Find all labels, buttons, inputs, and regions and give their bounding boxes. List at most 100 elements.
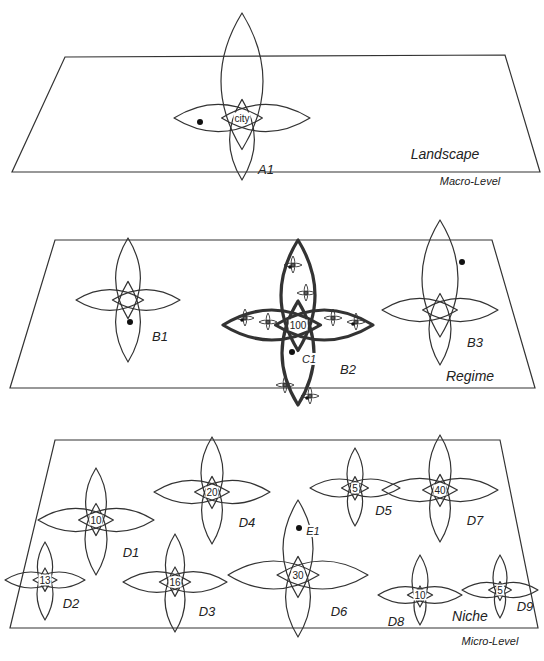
petal-outline bbox=[462, 582, 511, 597]
petal-outline bbox=[159, 572, 227, 593]
flower-symbol: 100B2 bbox=[223, 240, 373, 405]
petal-outline bbox=[353, 320, 365, 324]
flower-symbol: cityA1 bbox=[174, 13, 310, 180]
node-label: D8 bbox=[388, 615, 405, 629]
plane-edge bbox=[10, 440, 538, 628]
actor-dot bbox=[296, 525, 302, 531]
dot-label: C1 bbox=[301, 353, 317, 365]
plane-outline bbox=[0, 195, 544, 395]
petal-outline bbox=[123, 572, 191, 593]
node-label: D5 bbox=[375, 504, 392, 518]
petal-outline bbox=[116, 281, 141, 362]
actor-dot bbox=[288, 265, 292, 269]
petal-outline bbox=[414, 586, 426, 625]
plane-edge bbox=[12, 55, 540, 172]
center-value: 5 bbox=[351, 483, 359, 494]
petal-outline bbox=[154, 480, 229, 503]
actor-dot bbox=[289, 349, 295, 355]
petal-outline bbox=[307, 394, 319, 398]
node-label: D6 bbox=[331, 605, 348, 619]
petal-outline bbox=[221, 13, 263, 150]
level-label: Regime bbox=[446, 369, 494, 384]
level-plane: Regime B1 100B2 B3 bbox=[0, 195, 544, 395]
flower-symbol: 10D1 bbox=[38, 468, 154, 575]
level-label: Macro-Level bbox=[440, 175, 501, 187]
center-value: city bbox=[234, 113, 251, 124]
actor-dot bbox=[459, 259, 465, 265]
petal-outline bbox=[281, 240, 315, 351]
petal-outline bbox=[494, 582, 505, 618]
center-value: 5 bbox=[496, 585, 504, 596]
petal-outline bbox=[116, 238, 141, 319]
flower-symbol: 10D8 bbox=[378, 555, 462, 625]
petal-outline bbox=[37, 568, 53, 620]
petal-outline bbox=[310, 479, 369, 497]
actor-dot bbox=[305, 396, 309, 400]
petal-outline bbox=[174, 104, 262, 131]
petal-outline bbox=[242, 316, 254, 320]
petal-outline bbox=[222, 104, 310, 131]
node-label: D9 bbox=[517, 600, 534, 614]
center-value: 20 bbox=[205, 487, 218, 498]
petal-outline bbox=[195, 480, 270, 503]
node-label: D7 bbox=[467, 514, 484, 528]
node-label: D1 bbox=[123, 546, 140, 560]
center-value: 10 bbox=[413, 590, 426, 601]
actor-dot bbox=[240, 318, 244, 322]
flower-outline bbox=[174, 13, 310, 180]
petal-outline bbox=[290, 263, 302, 267]
flower-symbol: B1 bbox=[76, 238, 180, 362]
flower-symbol: 40D7 bbox=[382, 435, 498, 542]
node-label: D4 bbox=[239, 516, 256, 530]
flower-symbol: 20D4 bbox=[154, 437, 270, 544]
level-plane: NicheMicro-Level10D113D216D320D45D530D64… bbox=[0, 400, 544, 655]
petal-outline bbox=[330, 316, 342, 320]
petal-outline bbox=[382, 298, 457, 321]
petal-outline bbox=[303, 291, 315, 295]
center-value: 40 bbox=[433, 485, 446, 496]
level-label: Landscape bbox=[411, 147, 480, 162]
petal-outline bbox=[276, 310, 374, 340]
petal-outline bbox=[342, 479, 401, 497]
actor-dot bbox=[197, 119, 203, 125]
petal-outline bbox=[223, 310, 321, 340]
center-value: 100 bbox=[289, 320, 308, 331]
center-value: 16 bbox=[168, 577, 181, 588]
level-label: Micro-Level bbox=[462, 635, 519, 647]
petal-outline bbox=[378, 587, 433, 604]
node-label: B2 bbox=[340, 363, 356, 377]
center-value: 30 bbox=[291, 570, 304, 581]
petal-outline bbox=[38, 508, 113, 531]
petal-outline bbox=[277, 561, 368, 589]
level-plane: LandscapeMacro-Level cityA1 bbox=[0, 5, 544, 195]
actor-dot bbox=[127, 319, 133, 325]
petal-outline bbox=[422, 220, 458, 337]
petal-outline bbox=[5, 572, 57, 588]
petal-outline bbox=[33, 572, 85, 588]
petal-outline bbox=[112, 290, 180, 311]
petal-outline bbox=[382, 478, 457, 501]
actor-dot bbox=[351, 322, 355, 326]
petal-outline bbox=[412, 555, 428, 607]
center-value: 13 bbox=[38, 575, 51, 586]
node-label: D3 bbox=[199, 605, 216, 619]
center-value: 10 bbox=[89, 515, 102, 526]
level-label: Niche bbox=[452, 609, 488, 624]
petal-outline bbox=[79, 508, 154, 531]
node-label: A1 bbox=[258, 163, 274, 177]
petal-outline bbox=[76, 290, 144, 311]
node-label: D2 bbox=[63, 597, 80, 611]
dot-label: E1 bbox=[305, 525, 320, 537]
petal-outline bbox=[423, 478, 498, 501]
flower-symbol: B3 bbox=[382, 220, 498, 365]
node-label: B3 bbox=[467, 336, 483, 350]
flower-symbol: 13D2 bbox=[5, 542, 85, 620]
petal-outline bbox=[489, 582, 538, 597]
petal-outline bbox=[228, 561, 319, 589]
petal-outline bbox=[282, 383, 294, 387]
petal-outline bbox=[423, 298, 498, 321]
node-label: B1 bbox=[152, 330, 168, 344]
petal-outline bbox=[265, 320, 277, 324]
petal-outline bbox=[407, 587, 462, 604]
petal-outline bbox=[37, 542, 52, 591]
